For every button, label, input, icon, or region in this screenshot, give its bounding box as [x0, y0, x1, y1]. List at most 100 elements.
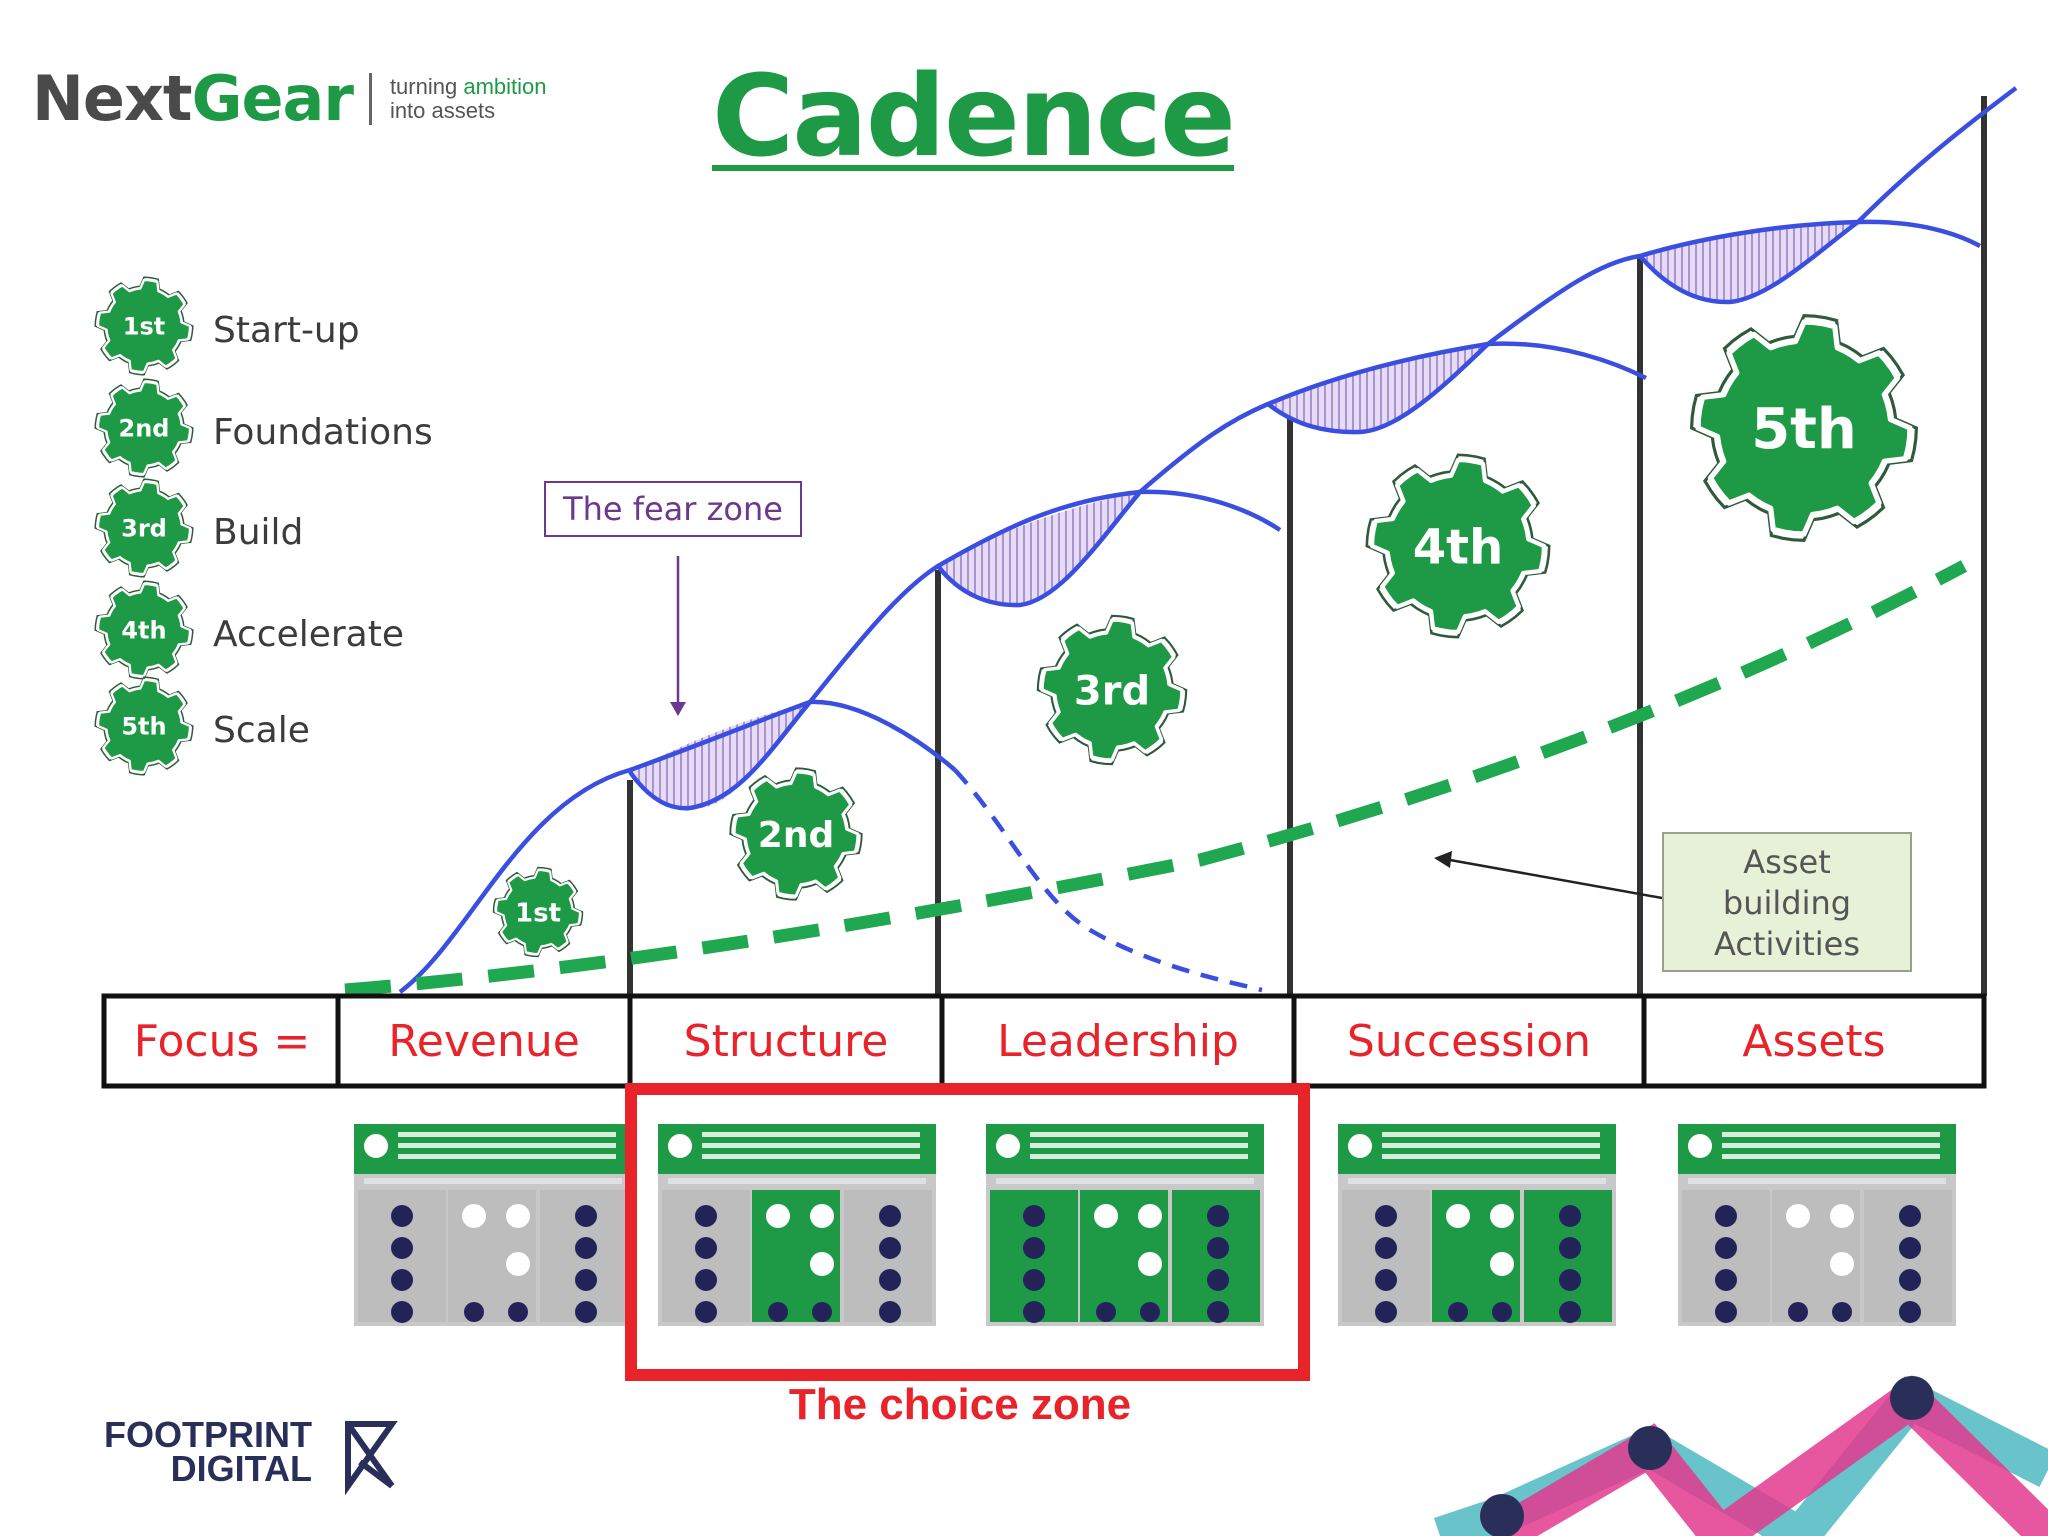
stage-gear-4th-outline	[1365, 453, 1551, 639]
thumb-node	[695, 1269, 717, 1291]
choice-zone-frame	[625, 1083, 1310, 1381]
legend-badge-4: 4th	[94, 580, 194, 680]
logo-gear-text: Gear	[191, 62, 354, 135]
legend-label-4: Accelerate	[213, 614, 405, 655]
thumb-header-text	[398, 1154, 616, 1159]
thumb-node	[464, 1302, 484, 1322]
stage-thumbnail-4	[1338, 1124, 1616, 1326]
thumb-node	[575, 1301, 597, 1323]
thumb-node	[879, 1301, 901, 1323]
stage-thumbnails	[354, 1124, 1956, 1326]
footprint-stroke-2	[358, 1459, 394, 1489]
thumb-node	[879, 1237, 901, 1259]
thumb-node	[1899, 1205, 1921, 1227]
thumb-node	[1207, 1269, 1229, 1291]
thumb-header	[658, 1124, 936, 1174]
asset-callout-arrowhead	[1434, 851, 1452, 868]
legend-badge-3: 3rd	[94, 478, 194, 578]
thumb-question-node	[1138, 1204, 1162, 1228]
thumb-node	[391, 1269, 413, 1291]
thumb-header-text	[1722, 1154, 1940, 1159]
stage-gear-3rd-shape	[1040, 618, 1184, 762]
thumb-question-node	[1786, 1204, 1810, 1228]
legend-label-2: Foundations	[213, 412, 433, 453]
thumb-question-node	[810, 1252, 834, 1276]
fear-zone-hatches	[630, 222, 1858, 809]
legend-badge-1-outline	[94, 276, 194, 376]
thumb-node	[1492, 1302, 1512, 1322]
legend-badge-5-shape	[96, 678, 192, 774]
thumb-header-icon	[996, 1134, 1020, 1158]
thumb-node	[1559, 1237, 1581, 1259]
thumb-node	[1207, 1205, 1229, 1227]
legend-badge-1-label: 1st	[123, 313, 165, 341]
logo-tagline: turning ambition into assets	[390, 74, 547, 123]
thumb-header-text	[1030, 1132, 1248, 1137]
stage-gear-5th: 5th	[1689, 313, 1919, 543]
asset-callout-line-3: Activities	[1714, 925, 1860, 963]
thumb-node	[1559, 1269, 1581, 1291]
stage-thumbnail-3	[986, 1124, 1264, 1326]
thumb-question-node	[1138, 1252, 1162, 1276]
stage-gear-4th-shape	[1369, 457, 1547, 635]
stage-gear-3rd-outline	[1036, 614, 1188, 766]
thumb-question-node	[766, 1204, 790, 1228]
thumb-subheader	[668, 1178, 926, 1184]
thumb-subheader	[996, 1178, 1254, 1184]
asset-building-callout: Asset building Activities	[1662, 832, 1912, 972]
stage-gear-1st: 1st	[492, 866, 584, 958]
stage-gear-2nd: 2nd	[729, 767, 863, 901]
stage-gear-4th-label: 4th	[1413, 519, 1504, 575]
tail-3	[1266, 341, 1648, 435]
thumb-node	[1023, 1269, 1045, 1291]
thumb-header	[354, 1124, 632, 1174]
thumb-node	[1559, 1205, 1581, 1227]
legend-badge-3-outline	[94, 478, 194, 578]
legend-badge-3-shape	[96, 480, 192, 576]
thumb-node	[695, 1301, 717, 1323]
thumb-node	[1375, 1269, 1397, 1291]
stage-dividers	[627, 96, 1987, 996]
thumb-subheader	[1688, 1178, 1946, 1184]
thumb-node	[1899, 1237, 1921, 1259]
stage-gear-1st-outline	[492, 866, 584, 958]
asset-callout-line-2: building	[1722, 884, 1852, 922]
thumb-node	[1715, 1269, 1737, 1291]
thumb-node	[575, 1237, 597, 1259]
stage-gear-3rd: 3rd	[1036, 614, 1188, 766]
stage-gear-2nd-outline	[729, 767, 863, 901]
thumb-question-node	[462, 1204, 486, 1228]
thumb-node	[1375, 1301, 1397, 1323]
stage-gear-1st-shape	[494, 868, 582, 956]
legend-label-1: Start-up	[213, 310, 360, 351]
thumb-node	[1715, 1301, 1737, 1323]
thumb-node	[391, 1205, 413, 1227]
legend-badge-5-label: 5th	[121, 713, 166, 741]
legend-badge-1: 1st	[94, 276, 194, 376]
legend-badge-5: 5th	[94, 676, 194, 776]
thumb-node	[1140, 1302, 1160, 1322]
decorative-zigzag	[1433, 1375, 2048, 1536]
thumb-subheader	[364, 1178, 622, 1184]
thumb-node	[1448, 1302, 1468, 1322]
thumb-header-text	[398, 1143, 616, 1148]
thumb-header	[986, 1124, 1264, 1174]
legend-badge-2-shape	[96, 380, 192, 476]
footprint-logo-mark	[345, 1421, 398, 1496]
thumb-node	[1559, 1301, 1581, 1323]
focus-stage-revenue: Revenue	[388, 1015, 580, 1067]
stage-gear-4th: 4th	[1365, 453, 1551, 639]
logo-divider	[368, 72, 372, 125]
choice-zone-label: The choice zone	[788, 1380, 1132, 1429]
zigzag-dot-1	[1480, 1494, 1524, 1536]
focus-stage-assets: Assets	[1742, 1015, 1886, 1067]
thumb-node	[1832, 1302, 1852, 1322]
thumb-node	[1375, 1205, 1397, 1227]
legend-badge-2: 2nd	[94, 378, 194, 478]
thumb-node	[575, 1205, 597, 1227]
thumb-header-text	[1382, 1143, 1600, 1148]
footprint-text: FOOTPRINT	[104, 1414, 312, 1455]
hatch-2	[938, 492, 1140, 605]
